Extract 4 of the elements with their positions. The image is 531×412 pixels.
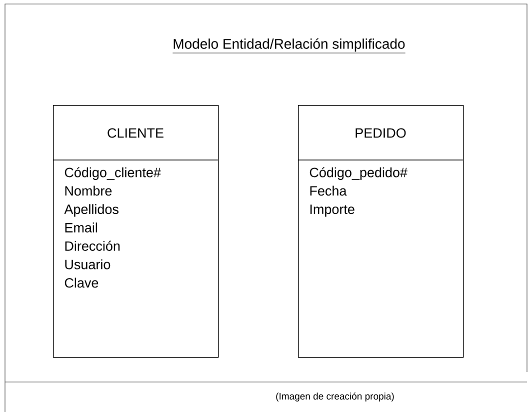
- title: Modelo Entidad/Relación simplificado: [172, 38, 406, 54]
- entity-box: PEDIDO Código_pedido# Fecha Importe: [298, 105, 464, 358]
- caption: (Imagen de creación propia): [276, 392, 394, 402]
- entity-box: CLIENTE Código_cliente# Nombre Apellidos Email Dirección Usuario Clave: [52, 105, 219, 358]
